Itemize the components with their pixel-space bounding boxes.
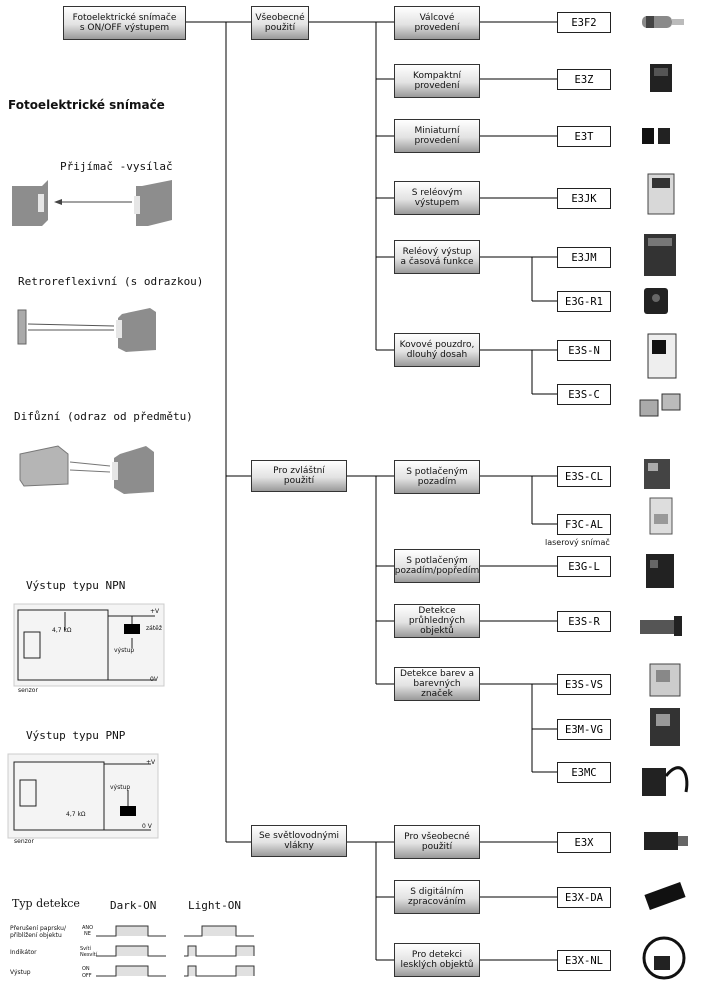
dark-on-label: Dark-ON (110, 899, 157, 912)
product-photo-e3s-vs (649, 663, 681, 697)
pnp-output-label: výstup (110, 784, 131, 791)
category-special: Pro zvláštní použití (251, 460, 347, 492)
product-photo-e3g-l (646, 554, 674, 588)
product-photo-e3s-cl (644, 459, 670, 489)
group-fibre-general: Pro všeobecné použití (394, 825, 480, 859)
category-fibre: Se světlovodnými vlákny (251, 825, 347, 857)
code-e3f2: E3F2 (557, 12, 611, 33)
state-beam-no: NE (84, 931, 91, 937)
code-e3x: E3X (557, 832, 611, 853)
code-e3jm: E3JM (557, 247, 611, 268)
root-node: Fotoelektrické snímače s ON/OFF výstupem (63, 6, 186, 40)
product-photo-e3jm (644, 234, 676, 276)
laser-note: laserový snímač (545, 538, 610, 547)
product-photo-e3s-c (639, 393, 681, 417)
category-general: Všeobecné použití (251, 6, 309, 40)
state-output-on: ON (82, 966, 90, 972)
code-e3s-n: E3S-N (557, 340, 611, 361)
code-e3s-cl: E3S-CL (557, 466, 611, 487)
code-f3c-al: F3C-AL (557, 514, 611, 535)
code-e3s-c: E3S-C (557, 384, 611, 405)
code-e3s-vs: E3S-VS (557, 674, 611, 695)
code-e3s-r: E3S-R (557, 611, 611, 632)
pnp-plus-v: +V (146, 759, 156, 766)
code-e3x-nl: E3X-NL (557, 950, 611, 971)
detect-title: Typ detekce (12, 897, 80, 910)
pnp-circuit (7, 753, 159, 839)
product-photo-f3c-al (649, 497, 673, 535)
type-label-thru-beam: Přijímač -vysílač (60, 160, 173, 173)
product-photo-e3mc (642, 766, 689, 796)
group-bgs: S potlačeným pozadím (394, 460, 480, 494)
retro-illustration (17, 308, 156, 352)
code-e3z: E3Z (557, 69, 611, 90)
group-miniature: Miniaturní provedení (394, 119, 480, 153)
product-photo-e3x (644, 832, 688, 850)
group-relay-timer: Reléový výstup a časová funkce (394, 240, 480, 274)
row-label-indicator: Indikátor (10, 949, 37, 956)
pnp-zero-v: 0 V (142, 823, 152, 830)
code-e3t: E3T (557, 126, 611, 147)
type-label-retro: Retroreflexivní (s odrazkou) (18, 275, 204, 288)
product-photo-e3m-vg (650, 708, 680, 746)
npn-title: Výstup typu NPN (26, 579, 126, 592)
diffuse-illustration (19, 445, 154, 494)
group-colour: Detekce barev a barevných značek (394, 667, 480, 701)
group-metal: Kovové pouzdro, dlouhý dosah (394, 333, 480, 367)
code-e3m-vg: E3M-VG (557, 719, 611, 740)
npn-output-label: výstup (114, 647, 135, 654)
group-bgs-fgs: S potlačeným pozadím/popředím (394, 549, 480, 583)
group-compact: Kompaktní provedení (394, 64, 480, 98)
code-e3mc: E3MC (557, 762, 611, 783)
pnp-title: Výstup typu PNP (26, 729, 126, 742)
product-photo-e3s-n (647, 333, 677, 379)
product-photo-e3jk (647, 173, 675, 215)
state-indicator-on: Svítí (80, 946, 91, 952)
row-label-beam: Přerušení paprsku/ přiblížení objektu (10, 925, 67, 939)
code-e3jk: E3JK (557, 188, 611, 209)
timing-waveforms (96, 925, 255, 977)
group-relay: S reléovým výstupem (394, 181, 480, 215)
type-label-diffuse: Difůzní (odraz od předmětu) (14, 410, 193, 423)
npn-zero-v: 0V (150, 676, 158, 683)
pnp-sensor-label: senzor (14, 838, 34, 845)
state-beam-yes: ANO (82, 925, 94, 931)
product-photo-e3g-r1 (644, 288, 668, 314)
group-cylindrical: Válcové provedení (394, 6, 480, 40)
npn-resistor-label: 4,7 kΩ (52, 627, 72, 634)
state-indicator-off: Nesvítí (80, 952, 98, 958)
pnp-resistor-label: 4,7 kΩ (66, 811, 86, 818)
state-output-off: OFF (82, 973, 92, 979)
product-photo-e3f2 (642, 16, 684, 28)
thru-beam-illustration (12, 180, 172, 226)
product-photo-e3x-nl (642, 936, 686, 980)
legend-title: Fotoelektrické snímače (8, 98, 165, 112)
code-e3g-l: E3G-L (557, 556, 611, 577)
product-photo-e3z (650, 64, 672, 92)
code-e3g-r1: E3G-R1 (557, 291, 611, 312)
npn-circuit (13, 603, 165, 687)
group-fibre-shiny: Pro detekci lesklých objektů (394, 943, 480, 977)
npn-load-label: zátěž (146, 625, 163, 632)
group-transparent: Detekce průhledných objektů (394, 604, 480, 638)
row-label-output: Výstup (10, 969, 31, 976)
group-fibre-digital: S digitálním zpracováním (394, 880, 480, 914)
code-e3x-da: E3X-DA (557, 887, 611, 908)
product-photo-e3x-da (644, 881, 686, 911)
npn-plus-v: +V (150, 608, 160, 615)
npn-sensor-label: senzor (18, 687, 38, 694)
light-on-label: Light-ON (188, 899, 241, 912)
product-photo-e3t (642, 128, 670, 144)
product-photo-e3s-r (640, 616, 682, 636)
